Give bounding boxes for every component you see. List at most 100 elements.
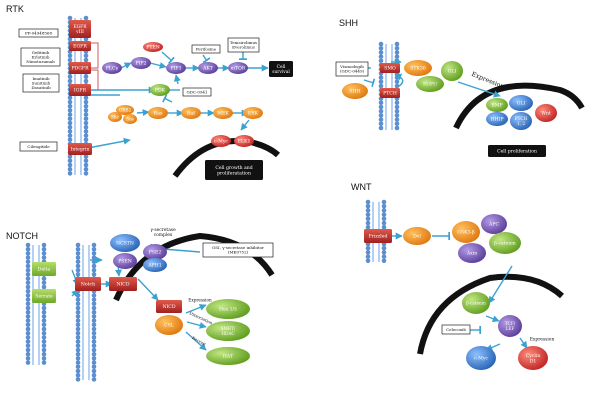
node-gli-nuclear: GLI — [509, 95, 533, 111]
shh-cell-membrane — [378, 41, 400, 131]
node-plcg-label: PLCγ — [106, 66, 119, 72]
node-shh-label: SHH — [349, 89, 360, 95]
node-wnt-cmyc-label: c-Myc — [474, 356, 488, 362]
output-cell-proliferation: Cell proliferation — [488, 145, 546, 157]
node-apc-label: APC — [488, 222, 499, 228]
node-pip2-label: PIP2 — [136, 61, 147, 67]
receptor-smo-label: SMO — [384, 66, 396, 72]
receptor-egfr: EGFR — [69, 41, 91, 51]
node-csl-label: CSL — [164, 323, 174, 329]
receptor-notch-label: Notch — [81, 282, 95, 288]
notch-cell-membrane — [75, 242, 97, 382]
node-erk-label: ERK — [248, 111, 259, 117]
drug-gsi-mk0752: GSI, γ-secretase inhibitor(MK0752) — [202, 242, 274, 258]
node-shc-label: Shc — [111, 114, 120, 119]
drug-gsi-mk0752-label: GSI, γ-secretase inhibitor(MK0752) — [212, 245, 264, 255]
node-stk36: STK36 — [404, 60, 432, 76]
node-cmyc-label: c-Myc — [214, 139, 228, 145]
node-mek-label: MEK — [217, 111, 229, 117]
node-sufu-label: SUFU — [423, 82, 437, 88]
node-ras-label: Ras — [154, 111, 163, 117]
node-ncstn: NCSTN — [110, 234, 140, 252]
node-psen-label: PSEN — [118, 259, 132, 265]
node-bmp: BMP — [486, 98, 508, 112]
receptor-pdgfr: PDGFR — [69, 62, 91, 74]
receptor-smo: SMO — [380, 63, 400, 73]
node-sufu: SUFU — [416, 76, 444, 92]
node-pdk: PDK — [150, 84, 170, 96]
inhibitor-pf04948568-label: PF-04948568 — [25, 30, 52, 35]
node-pip3: PIP3 — [166, 62, 186, 74]
node-tcf-label: TCF/LEF — [505, 321, 516, 331]
receptor-nicd-label: NICD — [116, 282, 129, 288]
nuclear-nicd-label: NICD — [162, 304, 175, 310]
drug-vismodegib: Vismodegib(GDC-0449) — [335, 61, 369, 77]
node-gli-nuclear-label: GLI — [517, 101, 526, 107]
drug-vismodegib-label: Vismodegib(GDC-0449) — [339, 64, 364, 74]
receptor-frizzled-label: Frizzled — [369, 234, 388, 240]
receptor-egfr-label: EGFR — [73, 44, 87, 50]
node-grb2-label: GRB2 — [119, 107, 132, 112]
receptor-integrin-label: Integrin — [71, 147, 90, 153]
receptor-ptch: PTCH — [380, 88, 400, 98]
wnt-expression-label: Expression — [530, 338, 555, 343]
node-gsk3b-label: GSK3-β — [457, 230, 475, 236]
node-axin-label: Axin — [466, 251, 477, 257]
node-akt: AKT — [198, 62, 218, 74]
node-csl: CSL — [155, 315, 183, 335]
node-hhip-label: HHIP — [491, 117, 504, 123]
ligand-delta-label: Delta — [38, 267, 51, 273]
ligand-delta: Delta — [32, 262, 56, 276]
node-hhip: HHIP — [486, 112, 508, 126]
drug-perifosine: Perifosine — [191, 44, 221, 54]
node-pip3-label: PIP3 — [171, 66, 182, 72]
node-bcat: β-catenin — [489, 232, 521, 254]
receptor-notch: Notch — [75, 277, 101, 291]
node-mtor-label: mTOR — [231, 66, 246, 72]
rtk-section-title: RTK — [6, 4, 24, 14]
node-wnt: Wnt — [535, 104, 557, 122]
node-smrt-label: SMRT/HDAC — [221, 326, 236, 336]
node-aph1: APH1 — [143, 258, 167, 272]
node-hes: Hes 1/5 — [206, 299, 250, 319]
drug-celecoxib-label: Celecoxib — [446, 327, 466, 332]
wnt-nucleus-membrane — [417, 273, 564, 355]
node-bcat-nuclear-label: β-catenin — [466, 300, 486, 305]
node-mtor: mTOR — [228, 62, 248, 74]
node-bcat-nuclear: β-catenin — [462, 292, 490, 314]
receptor-pdgfr-label: PDGFR — [71, 66, 89, 72]
inhibitor-pf04948568: PF-04948568 — [18, 28, 59, 38]
receptor-ptch-label: PTCH — [383, 91, 397, 97]
node-apc: APC — [481, 214, 507, 234]
node-ncstn-label: NCSTN — [116, 241, 134, 247]
inhibitor-cilengitide: Cilengitide — [19, 141, 58, 152]
notch-recruit-label: Recruit — [191, 335, 207, 347]
node-elk1: ELK1 — [234, 135, 254, 147]
node-bcat-label: β-catenin — [494, 241, 516, 247]
node-ras: Ras — [148, 107, 168, 119]
node-raf: Raf — [181, 107, 201, 119]
node-smrt: SMRT/HDAC — [206, 321, 250, 341]
node-shc: Shc — [108, 112, 122, 122]
node-pse2-label: PSE2 — [149, 250, 162, 256]
inhibitor-cilengitide-label: Cilengitide — [27, 144, 50, 149]
node-gli: GLI — [441, 61, 463, 81]
wnt-section-title: WNT — [351, 182, 372, 192]
node-psen: PSEN — [113, 253, 137, 269]
drug-gdc0941: GDC-0941 — [182, 87, 212, 97]
notch-section-title: NOTCH — [6, 231, 38, 241]
node-bmp-label: BMP — [491, 103, 502, 109]
receptor-igfr: IGFR — [69, 84, 91, 96]
